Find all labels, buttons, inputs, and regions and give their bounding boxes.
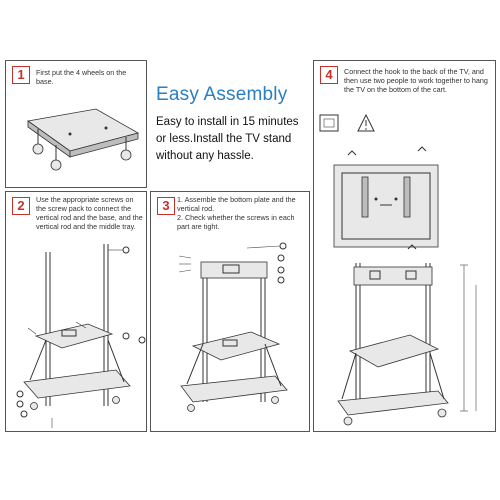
warning-icons <box>319 113 375 132</box>
step-4-panel: 4 Connect the hook to the back of the TV… <box>313 60 496 432</box>
step-number: 4 <box>320 66 338 84</box>
step-3-panel: 3 1. Assemble the bottom plate and the v… <box>150 191 310 432</box>
step-number: 3 <box>157 197 175 215</box>
step-2-panel: 2 Use the appropriate screws on the scre… <box>5 191 147 432</box>
easy-assembly-section: Easy Assembly Easy to install in 15 minu… <box>150 60 310 188</box>
cart-with-tv-illustration <box>337 244 477 426</box>
warning-icon <box>357 113 375 132</box>
frame-assembly-illustration <box>16 244 146 428</box>
step-1-panel: 1 First put the 4 wheels on the base. <box>5 60 147 188</box>
section-description: Easy to install in 15 minutes or less.In… <box>156 116 299 162</box>
step-text: 2. Check whether the screws in each part… <box>177 213 295 231</box>
step-text: Connect the hook to the back of the TV, … <box>344 67 488 94</box>
tv-mount-icon <box>319 114 339 132</box>
step-number: 1 <box>12 66 30 84</box>
step-text: 1. Assemble the bottom plate and the ver… <box>177 195 296 213</box>
step-text: Use the appropriate screws on the screw … <box>36 195 143 231</box>
step-text: First put the 4 wheels on the base. <box>36 68 127 86</box>
cart-assembly-illustration <box>178 242 288 412</box>
tv-back-illustration <box>333 146 439 248</box>
base-with-wheels-illustration <box>26 108 140 171</box>
step-number: 2 <box>12 197 30 215</box>
section-title: Easy Assembly <box>156 84 288 105</box>
